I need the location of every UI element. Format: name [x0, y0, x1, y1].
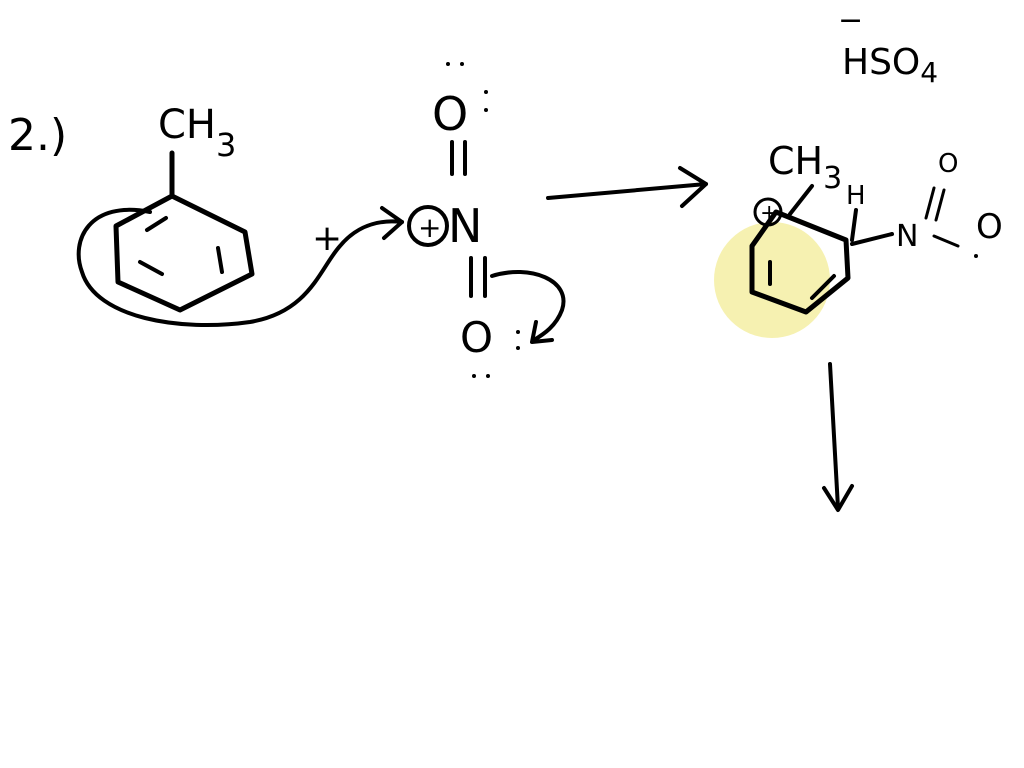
toluene-ring — [113, 193, 255, 313]
nitronium-top-double-bond — [450, 140, 467, 176]
nitronium-positive-charge-circle — [407, 205, 449, 247]
lone-pair-dot — [460, 62, 464, 66]
lone-pair-dot — [516, 346, 520, 350]
step-label: 2.) — [8, 110, 67, 161]
toluene-ch3-label: CH3 — [158, 102, 236, 164]
electron-shift-arrowhead — [530, 320, 554, 344]
toluene-double-bond-1 — [145, 216, 168, 232]
nitronium-ion: O + N O — [407, 62, 566, 378]
pi-electron-arrowhead — [380, 206, 404, 240]
electron-shift-arrow — [490, 270, 566, 342]
toluene-double-bond-3 — [216, 246, 224, 274]
lone-pair-dot — [484, 90, 488, 94]
lone-pair-dot — [974, 254, 978, 258]
nitronium-top-oxygen: O — [432, 87, 468, 141]
nitronium-nitrogen: N — [448, 199, 482, 253]
next-step-arrow — [828, 362, 840, 510]
ring-positive-charge-circle — [753, 197, 783, 227]
reactant-plus-sign: + — [312, 218, 342, 259]
counter-ion-formula: HSO4 — [842, 42, 938, 89]
arenium-intermediate: CH3 + H N O O — [749, 139, 1003, 315]
nitronium-positive-charge: + — [418, 211, 441, 244]
intermediate-double-bond-2 — [810, 274, 836, 300]
intermediate-nitrogen: N — [896, 219, 918, 254]
lone-pair-dot — [516, 330, 520, 334]
reaction-arrowhead — [678, 166, 708, 208]
intermediate-h-bond — [850, 208, 858, 242]
ring-positive-charge: + — [760, 201, 778, 226]
intermediate-ch3-label: CH3 — [768, 139, 842, 196]
intermediate-no-double-bond — [924, 186, 946, 222]
reaction-arrow — [546, 182, 708, 200]
lone-pair-dot — [472, 374, 476, 378]
nitronium-bottom-double-bond — [469, 256, 487, 298]
intermediate-right-oxygen: O — [976, 207, 1003, 247]
toluene-reactant: CH3 + — [76, 102, 404, 328]
intermediate-ring — [749, 209, 851, 315]
intermediate-no-single-bond — [932, 234, 960, 248]
lone-pair-dot — [484, 108, 488, 112]
counter-ion-charge: − — [838, 3, 863, 38]
intermediate-methyl-bond — [788, 184, 814, 216]
toluene-double-bond-2 — [138, 260, 164, 276]
lone-pair-dot — [446, 62, 450, 66]
pi-electron-arrow — [76, 208, 404, 328]
lone-pair-dot — [486, 374, 490, 378]
intermediate-cn-bond — [850, 232, 894, 246]
counter-ion: − HSO4 — [838, 3, 938, 89]
nitronium-bottom-oxygen: O — [460, 313, 493, 362]
intermediate-top-oxygen: O — [938, 149, 958, 179]
intermediate-hydrogen: H — [846, 181, 866, 211]
next-step-arrowhead — [822, 484, 854, 512]
